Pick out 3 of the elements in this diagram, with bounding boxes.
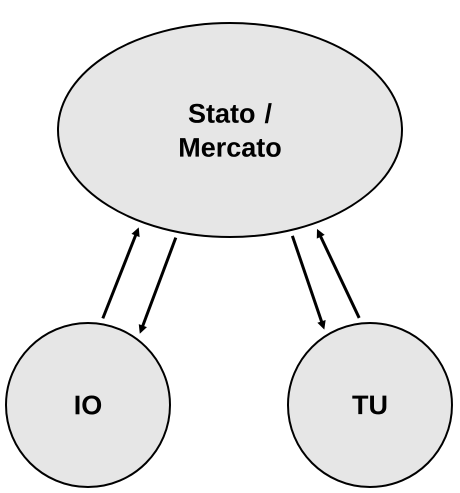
circle-node: TU: [287, 322, 453, 488]
ellipse-node: Stato / Mercato: [57, 22, 403, 238]
circle-node: IO: [5, 322, 171, 488]
